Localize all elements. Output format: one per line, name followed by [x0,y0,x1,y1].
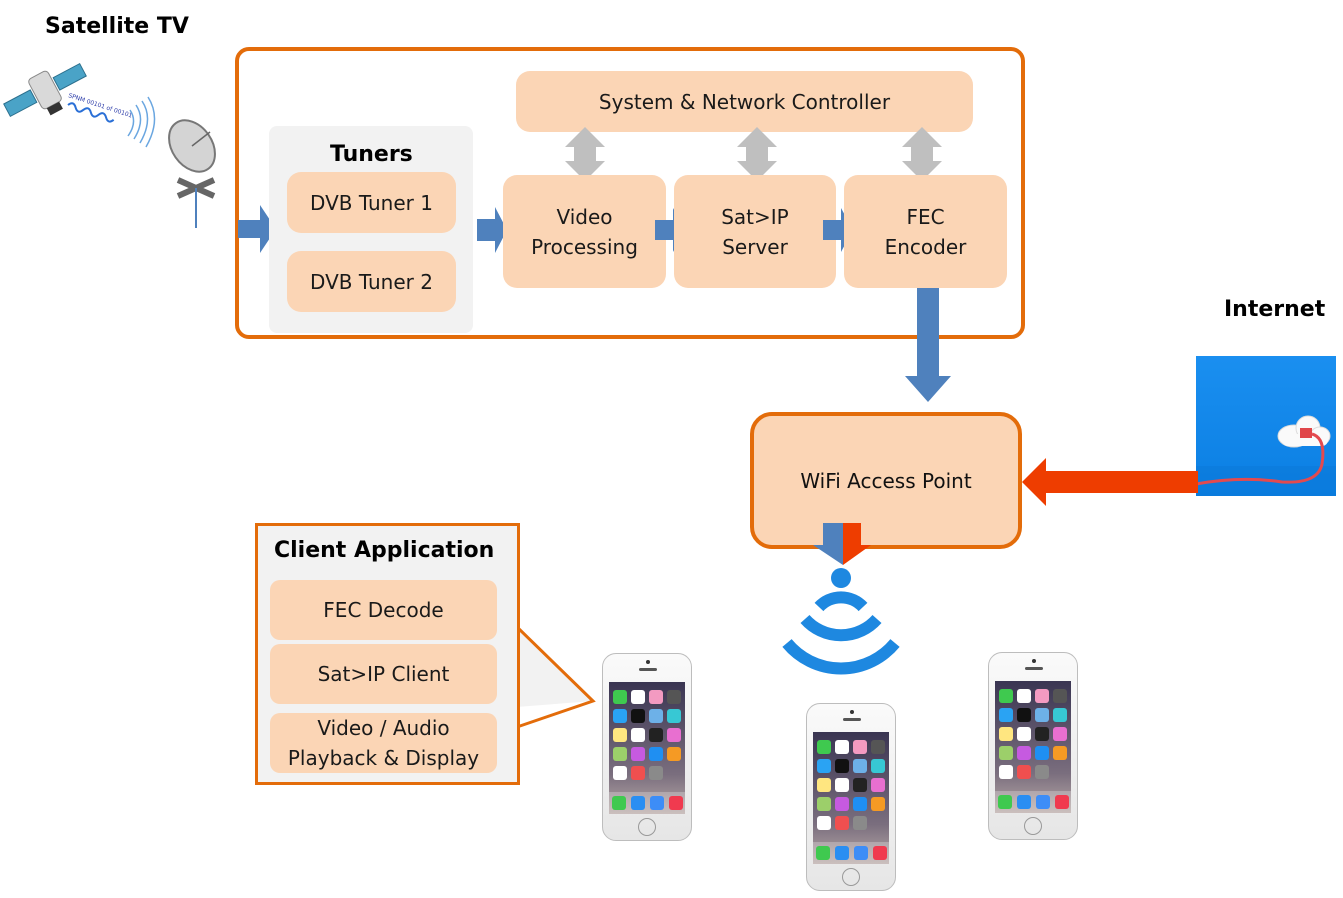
flow-arrow-fec-to-ap [905,288,951,402]
smartphone-2 [806,703,896,891]
playback-display-line2: Playback & Display [287,746,480,770]
callout-pointer [515,625,596,729]
video-processing-line1: Video [556,204,613,229]
client-application-title: Client Application [274,538,495,563]
phone-screen [995,681,1071,813]
satellite-icon: SPNM 00101 of 00101 [3,62,156,148]
fec-decode-block: FEC Decode [270,580,497,640]
phone-screen [813,732,889,864]
internet-cloud-image [1195,356,1336,496]
satellite-dish-icon [168,119,216,228]
internet-label: Internet [1224,297,1326,322]
smartphone-1 [602,653,692,841]
video-processing-line2: Processing [531,234,638,259]
satellite-tv-label: Satellite TV [45,14,189,39]
downlink-arrow [813,523,871,565]
control-arrow-video [565,127,605,181]
smartphone-3 [988,652,1078,840]
cloud-plug-icon [1195,415,1336,496]
satip-server-block: Sat>IP Server [674,175,836,288]
satip-server-line2: Server [722,234,788,259]
playback-display-block: Video / Audio Playback & Display [270,713,497,773]
svg-text:SPNM 00101 of 00101: SPNM 00101 of 00101 [67,92,133,119]
satip-server-line1: Sat>IP [721,204,789,229]
video-processing-block: Video Processing [503,175,666,288]
wifi-access-point: WiFi Access Point [750,412,1022,549]
wifi-signal-icon [782,568,900,675]
input-arrow [238,205,276,253]
playback-display-line1: Video / Audio [317,716,450,740]
dvb-tuner-2: DVB Tuner 2 [287,251,456,312]
dvb-tuner-1: DVB Tuner 1 [287,172,456,233]
fec-encoder-block: FEC Encoder [844,175,1007,288]
fec-encoder-line2: Encoder [884,234,967,259]
flow-arrow-tuners-to-video [477,207,507,253]
control-arrow-fec [902,127,942,181]
control-arrow-satip [737,127,777,181]
flow-arrow-internet-to-ap [1022,458,1198,506]
tuners-title: Tuners [330,142,413,167]
fec-encoder-line1: FEC [906,204,945,229]
head-end-frame [235,47,1025,339]
phone-screen [609,682,685,814]
satip-client-block: Sat>IP Client [270,644,497,704]
system-network-controller: System & Network Controller [516,71,973,132]
